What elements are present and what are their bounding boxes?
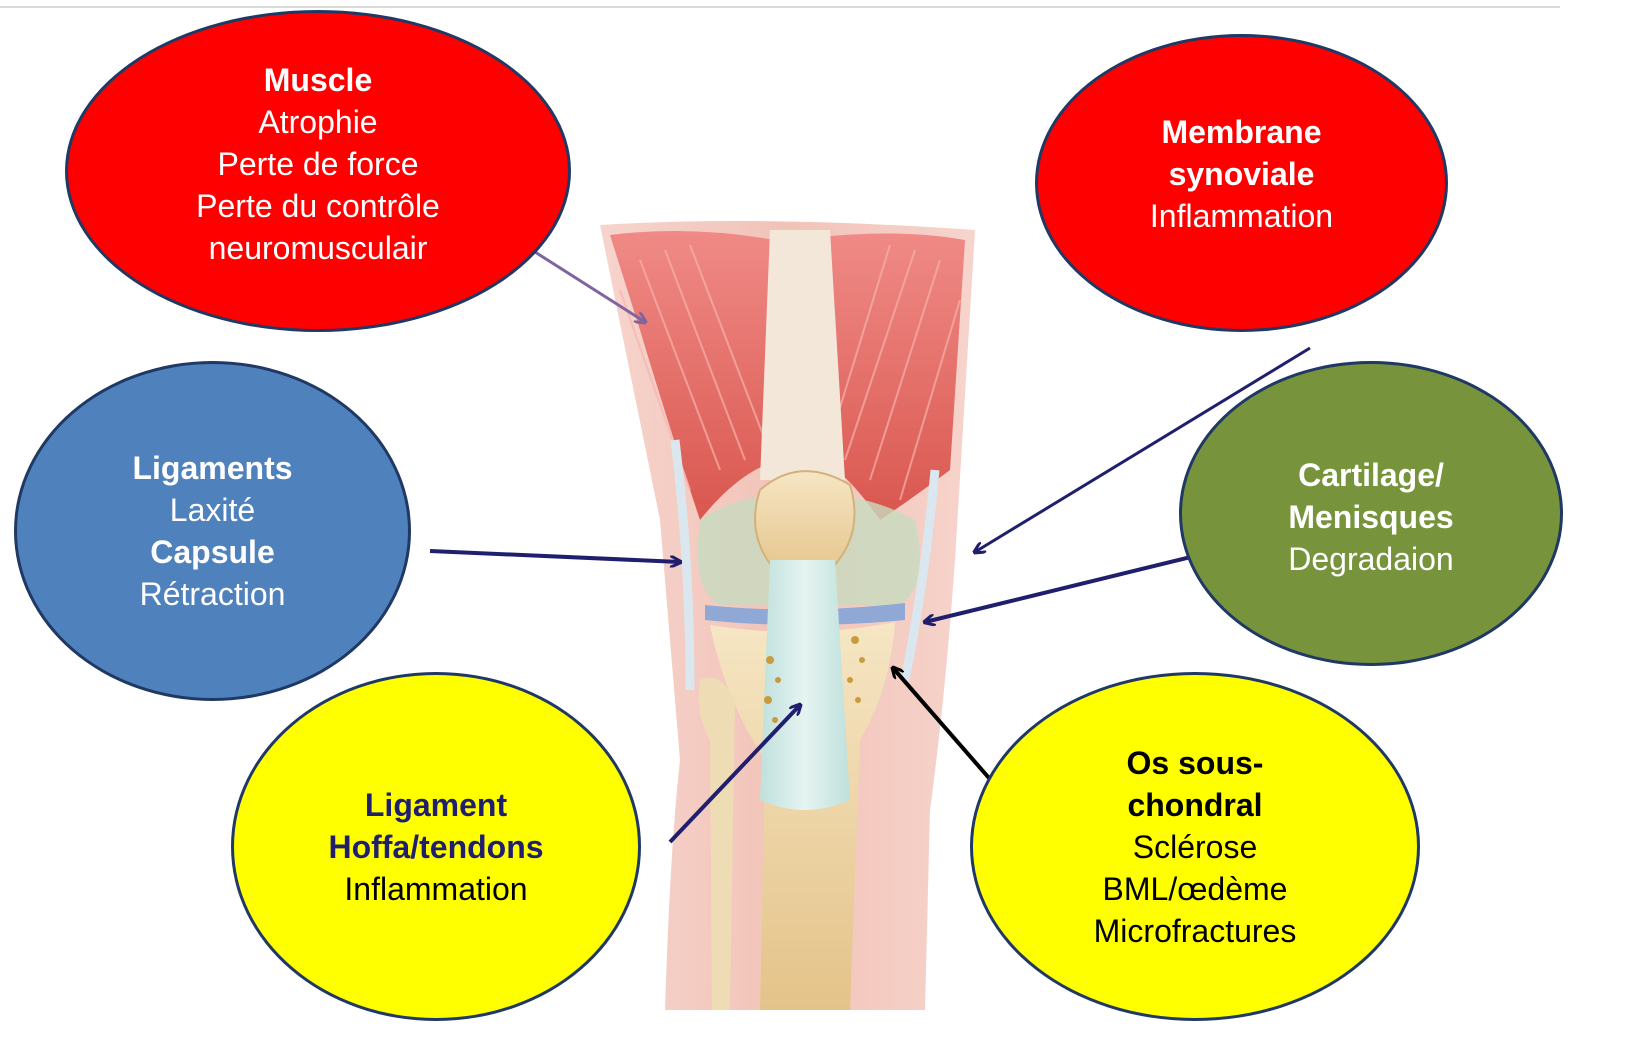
arrow-ligaments: [430, 551, 680, 562]
hoffa-bubble: Ligament Hoffa/tendons Inflammation: [231, 672, 641, 1021]
ligaments-bubble: Ligaments Laxité Capsule Rétraction: [14, 361, 411, 701]
cartilage-line: Degradaion: [1288, 538, 1453, 580]
muscle-line: Perte de force: [218, 143, 419, 185]
synoviale-title: synoviale: [1169, 153, 1315, 195]
os-line: Sclérose: [1133, 826, 1258, 868]
capsule-line: Rétraction: [140, 573, 286, 615]
muscle-bubble: Muscle Atrophie Perte de force Perte du …: [65, 10, 571, 332]
hoffa-line: Inflammation: [344, 868, 527, 910]
synoviale-bubble: Membrane synoviale Inflammation: [1035, 34, 1448, 332]
hoffa-title: Ligament: [365, 784, 507, 826]
arrow-muscle: [535, 252, 645, 322]
arrow-hoffa: [670, 705, 800, 842]
muscle-line: Atrophie: [258, 101, 377, 143]
muscle-title: Muscle: [264, 59, 372, 101]
os-title: Os sous-: [1127, 742, 1264, 784]
cartilage-bubble: Cartilage/ Menisques Degradaion: [1179, 361, 1563, 666]
ligaments-title: Ligaments: [132, 447, 292, 489]
os-bubble: Os sous- chondral Sclérose BML/œdème Mic…: [970, 672, 1420, 1021]
muscle-line: neuromusculair: [209, 227, 428, 269]
cartilage-title: Cartilage/: [1298, 454, 1444, 496]
os-title: chondral: [1127, 784, 1262, 826]
muscle-line: Perte du contrôle: [196, 185, 440, 227]
ligaments-line: Laxité: [170, 489, 255, 531]
synoviale-line: Inflammation: [1150, 195, 1333, 237]
os-line: Microfractures: [1094, 910, 1297, 952]
capsule-title: Capsule: [150, 531, 274, 573]
os-line: BML/œdème: [1103, 868, 1288, 910]
hoffa-title: Hoffa/tendons: [328, 826, 543, 868]
synoviale-title: Membrane: [1161, 111, 1321, 153]
cartilage-title: Menisques: [1288, 496, 1453, 538]
